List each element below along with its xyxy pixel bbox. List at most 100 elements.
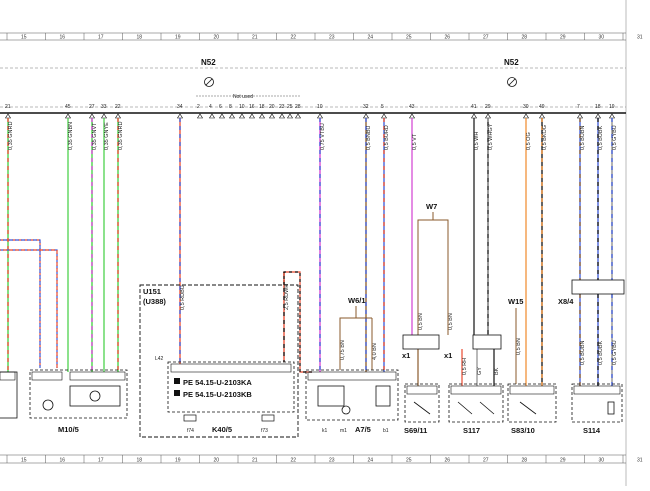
bus-pin-number: 18 (595, 104, 601, 110)
ruler-column-label: 27 (483, 458, 489, 464)
f74-fuse-icon (183, 414, 197, 422)
pin-arrow-icon (238, 113, 246, 119)
s83-10-switch-icon (519, 401, 537, 415)
ruler-column-label: 30 (599, 35, 605, 41)
wire-label-w27: 0,5 GYBU (612, 340, 618, 365)
n52-left-label: N52 (201, 58, 216, 67)
wire-label-w28: GY (477, 367, 483, 375)
wire-label-w21: 0,5 BN (418, 313, 424, 330)
ruler-column-label: 19 (175, 35, 181, 41)
x1-b-label: x1 (444, 351, 452, 360)
w15-ground: W15 (508, 297, 523, 384)
wire-label-w29: BK (494, 367, 500, 375)
w6-1-label: W6/1 (348, 296, 366, 305)
s69-11-switch-icon (413, 401, 431, 415)
bus-pin-number: 33 (101, 104, 107, 110)
x1-a-label: x1 (402, 351, 410, 360)
svg-text:b1: b1 (383, 428, 389, 434)
bus-pin-number: 4 (209, 104, 212, 110)
wire-label-w19: 0,75 BN (340, 340, 346, 360)
ruler-column-label: 21 (252, 35, 258, 41)
pin-arrow-icon (286, 113, 294, 119)
w7-label: W7 (426, 202, 437, 211)
ruler-column-label: 18 (137, 35, 143, 41)
pin-arrow-icon (218, 113, 226, 119)
wire-label-w15: 0,5 BUBK (598, 126, 604, 150)
bus-pin-number: 19 (609, 104, 615, 110)
pin-arrow-icon (268, 113, 276, 119)
bus-pin-number: 2 (197, 104, 200, 110)
wire-label-w3: 0,35 GNVT (92, 122, 98, 150)
wire-label-w11: 0,5 WHGY (488, 123, 494, 150)
pe1-icon (174, 378, 180, 384)
ruler-column-label: 16 (60, 35, 66, 41)
wire-label-w20: 4,0 BN (372, 343, 378, 360)
s117-component: S117 (448, 383, 504, 435)
wire-label-w16: 0,5 GYBU (612, 125, 618, 150)
wire-label-w24: 0,5 RH (462, 358, 468, 375)
u151-label: U151 (143, 287, 161, 296)
pin-arrow-icon (278, 113, 286, 119)
pe1-label: PE 54.15-U-2103KA (183, 378, 252, 387)
pin-arrow-icon (208, 113, 216, 119)
s114-resistor-icon (607, 401, 615, 415)
left-partial-connector (0, 371, 18, 419)
s83-10-component: S83/10 (507, 383, 557, 435)
w6-1-ground: W6/1 (339, 296, 373, 370)
ruler-column-label: 19 (175, 458, 181, 464)
k1-label: k1 (322, 428, 328, 434)
x8-4-connector: X8/4 (558, 279, 625, 306)
wire-label-w23: 0,5 BN (516, 338, 522, 355)
left-harness (0, 239, 58, 368)
wire-label-w10: 0,5 WH (474, 132, 480, 150)
ruler-column-label: 23 (329, 35, 335, 41)
f73-fuse-icon (261, 414, 275, 422)
ruler-column-label: 27 (483, 35, 489, 41)
x1-connector-a: x1 (402, 334, 440, 360)
bus-pin-number: 10 (239, 104, 245, 110)
wire-label-w25: 0,5 BUBN (580, 341, 586, 365)
u388-label: (U388) (143, 297, 166, 306)
wire-label-w5: 0,35 GNRD (118, 122, 124, 150)
wire-label-w13: 0,5 BKOG (542, 125, 548, 150)
bus-pin-number: 6 (219, 104, 222, 110)
ruler-column-label: 31 (637, 35, 643, 41)
l42-label: L42 (155, 356, 164, 362)
bus-pin-number: 34 (177, 104, 183, 110)
motor-icon (42, 399, 54, 411)
m10-5-component: M10/5 (29, 369, 128, 434)
ruler-column-label: 18 (137, 458, 143, 464)
s83-10-label: S83/10 (511, 426, 535, 435)
pin-arrow-icon (258, 113, 266, 119)
wire-label-w7: 0,5 BNBU (366, 126, 372, 150)
a7-5-component: k1 m1 A7/5 b1 (305, 369, 399, 434)
bus-pin-number: 30 (523, 104, 529, 110)
s117-label: S117 (463, 426, 480, 435)
wire-label-w18: 2,5 RDWH (284, 284, 290, 310)
k40-5-label: K40/5 (212, 425, 232, 434)
x8-4-label: X8/4 (558, 297, 574, 306)
not-used-label: Not used (233, 94, 253, 100)
wire-label-w17: 0,5 RDBU (180, 285, 186, 310)
wire-label-w22: 0,5 BN (448, 313, 454, 330)
bus-pin-number: 7 (577, 104, 580, 110)
bus-pin-number: 22 (115, 104, 121, 110)
x1-connector-b: x1 (444, 334, 502, 360)
wire-label-w26: 0,5 BUBK (598, 341, 604, 365)
n52-right-ground-icon (507, 77, 517, 87)
ruler-column-label: 20 (214, 458, 220, 464)
ruler-column-label: 15 (21, 35, 27, 41)
bus-pin-number: 25 (287, 104, 293, 110)
s114-component: S114 (571, 383, 623, 435)
bus-pin-number: 20 (269, 104, 275, 110)
wire-group (7, 118, 613, 386)
bus-pin-number: 49 (539, 104, 545, 110)
ruler-column-label: 29 (560, 458, 566, 464)
bus-pin-number: 10 (317, 104, 323, 110)
s69-11-component: S69/11 (404, 383, 440, 435)
